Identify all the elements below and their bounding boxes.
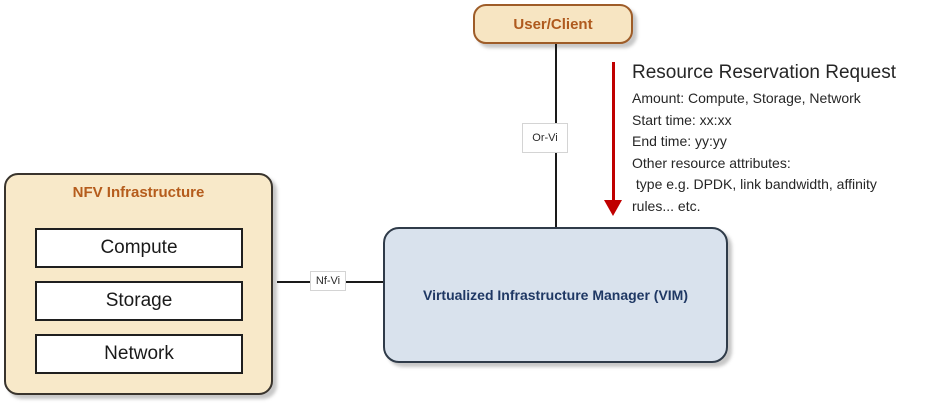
annotation-line-amount: Amount: Compute, Storage, Network — [632, 90, 861, 106]
nfv-infrastructure-box: NFV Infrastructure Compute Storage Netwo… — [4, 173, 273, 395]
request-arrow-shaft — [612, 62, 615, 200]
user-client-label: User/Client — [513, 15, 593, 33]
or-vi-label-text: Or-Vi — [532, 132, 558, 144]
annotation-line-other-attributes: Other resource attributes: — [632, 154, 791, 171]
network-box: Network — [35, 334, 243, 374]
storage-box: Storage — [35, 281, 243, 321]
annotation-line-start-time: Start time: xx:xx — [632, 111, 732, 128]
compute-label: Compute — [100, 237, 178, 258]
vim-label: Virtualized Infrastructure Manager (VIM) — [422, 287, 688, 303]
network-label: Network — [104, 343, 174, 364]
annotation-title: Resource Reservation Request — [632, 62, 897, 83]
request-arrow-head-icon — [604, 200, 622, 216]
annotation-line-type: type e.g. DPDK, link bandwidth, affinity — [632, 176, 877, 192]
nf-vi-label-text: Nf-Vi — [315, 275, 341, 287]
nf-vi-connector-label: Nf-Vi — [310, 271, 346, 291]
vim-box: Virtualized Infrastructure Manager (VIM) — [383, 227, 728, 363]
request-annotation: Resource Reservation Request Amount: Com… — [632, 62, 942, 217]
user-client-box: User/Client — [473, 4, 633, 44]
storage-label: Storage — [105, 290, 173, 311]
compute-box: Compute — [35, 228, 243, 268]
annotation-line-end-time: End time: yy:yy — [632, 133, 727, 149]
annotation-line-rules: rules... etc. — [632, 197, 701, 214]
or-vi-connector-label: Or-Vi — [522, 123, 568, 153]
nfv-infrastructure-title: NFV Infrastructure — [72, 184, 205, 201]
